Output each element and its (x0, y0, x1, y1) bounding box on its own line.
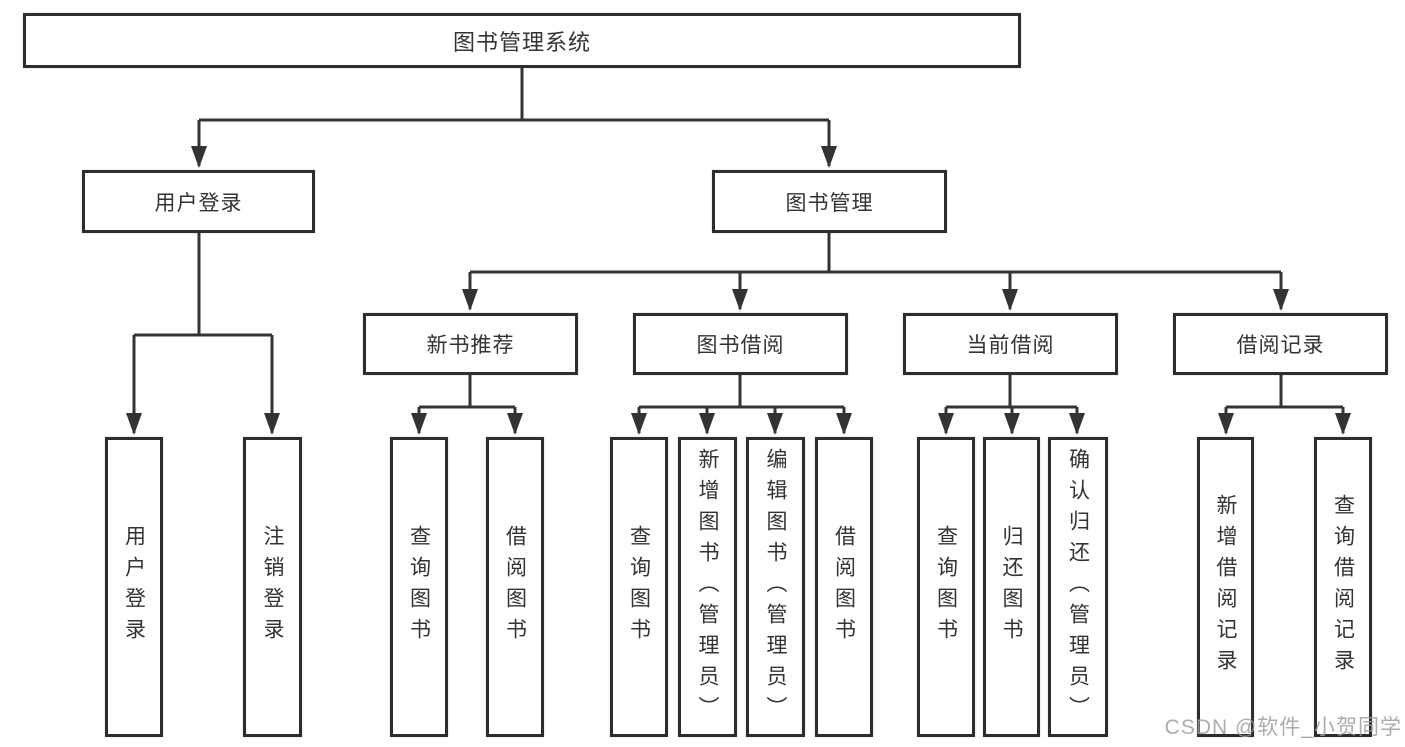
leaf-query-books-borrow-label: 查询图书 (627, 525, 651, 649)
leaf-borrow-books-recommend-label: 借阅图书 (503, 525, 527, 649)
leaf-confirm-return-admin-label: 确认归还（管理员） (1066, 447, 1090, 727)
leaf-borrow-books-label: 借阅图书 (832, 525, 856, 649)
node-user-login: 用户登录 (82, 170, 315, 233)
node-book-management: 图书管理 (712, 170, 947, 233)
node-book-management-label: 图书管理 (785, 191, 874, 215)
node-user-login-label: 用户登录 (154, 191, 243, 215)
node-root-label: 图书管理系统 (452, 29, 591, 55)
leaf-query-books-borrow: 查询图书 (610, 437, 668, 737)
leaf-confirm-return-admin: 确认归还（管理员） (1048, 437, 1108, 737)
leaf-logout-label: 注销登录 (261, 525, 284, 649)
leaf-return-books: 归还图书 (983, 437, 1040, 737)
node-book-borrow: 图书借阅 (633, 313, 848, 375)
leaf-query-books-recommend-label: 查询图书 (407, 525, 431, 649)
leaf-edit-book-admin: 编辑图书（管理员） (746, 437, 805, 737)
leaf-logout: 注销登录 (243, 437, 302, 737)
csdn-watermark: CSDN @软件_小贺同学 (1164, 716, 1402, 739)
node-borrow-records-label: 借阅记录 (1236, 334, 1325, 357)
leaf-query-books-current-label: 查询图书 (934, 525, 958, 649)
leaf-query-borrow-record: 查询借阅记录 (1314, 437, 1372, 737)
leaf-add-borrow-record-label: 新增借阅记录 (1214, 494, 1237, 680)
leaf-add-book-admin-label: 新增图书（管理员） (696, 447, 719, 727)
leaf-edit-book-admin-label: 编辑图书（管理员） (764, 447, 787, 727)
leaf-add-book-admin: 新增图书（管理员） (678, 437, 737, 737)
leaf-query-books-current: 查询图书 (917, 437, 975, 737)
leaf-query-books-recommend: 查询图书 (390, 437, 448, 737)
node-new-book-recommend: 新书推荐 (363, 313, 578, 375)
node-new-book-recommend-label: 新书推荐 (426, 334, 515, 357)
node-current-borrow-label: 当前借阅 (966, 334, 1055, 357)
node-root: 图书管理系统 (23, 13, 1021, 68)
leaf-add-borrow-record: 新增借阅记录 (1197, 437, 1254, 737)
node-borrow-records: 借阅记录 (1173, 313, 1388, 375)
leaf-borrow-books-recommend: 借阅图书 (486, 437, 544, 737)
leaf-query-borrow-record-label: 查询借阅记录 (1331, 494, 1355, 680)
leaf-borrow-books: 借阅图书 (815, 437, 873, 737)
node-book-borrow-label: 图书借阅 (696, 334, 785, 357)
leaf-return-books-label: 归还图书 (1000, 525, 1023, 649)
leaf-user-login-label: 用户登录 (122, 525, 146, 649)
node-current-borrow: 当前借阅 (903, 313, 1118, 375)
leaf-user-login: 用户登录 (105, 437, 163, 737)
